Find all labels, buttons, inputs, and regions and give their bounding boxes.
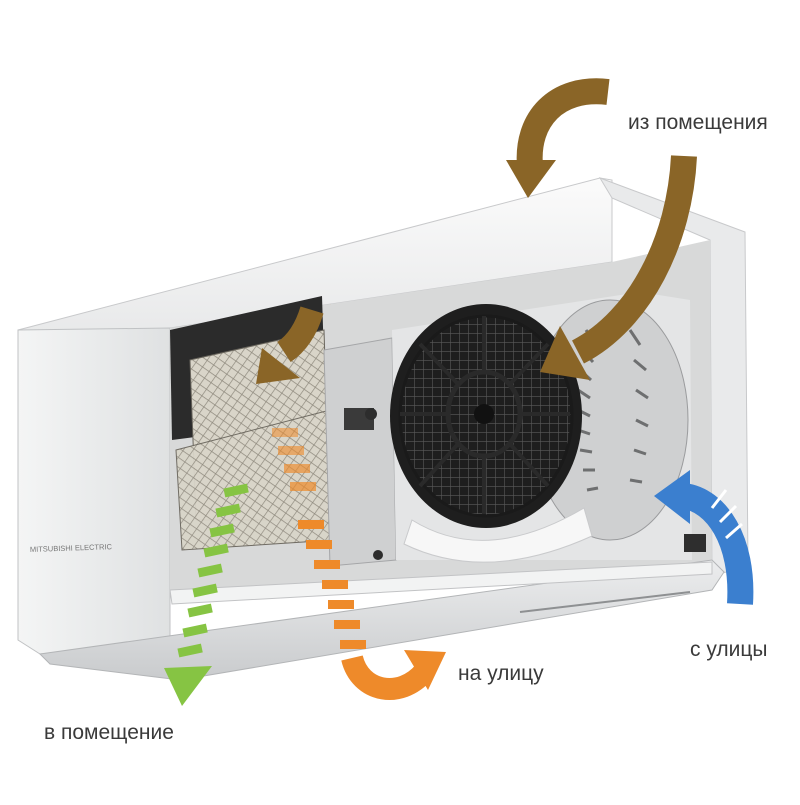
arrow-room-into-fan xyxy=(540,155,697,380)
arrow-from-room-head xyxy=(506,160,556,198)
arrow-to-room-head xyxy=(164,666,212,706)
fan-spokes xyxy=(400,316,570,514)
arrow-into-exchanger-curve xyxy=(276,306,324,362)
brand-mark: MITSUBISHI ELECTRIC xyxy=(30,542,113,554)
arrow-from-room xyxy=(506,78,610,198)
bottom-tray xyxy=(38,559,725,681)
bottom-slot xyxy=(519,591,691,613)
label-to-outside: на улицу xyxy=(458,662,544,685)
arrow-room-into-fan-head xyxy=(540,326,590,380)
air-guide xyxy=(403,507,593,563)
bottom-lip xyxy=(169,561,713,605)
label-to-room: в помещение xyxy=(44,721,174,744)
center-divider xyxy=(323,337,397,567)
label-from-street: с улицы xyxy=(690,638,768,661)
arrow-to-outside xyxy=(272,428,446,700)
arrow-from-street-curve xyxy=(681,483,754,605)
unit-housing: MITSUBISHI ELECTRIC xyxy=(17,177,749,655)
arrow-from-room-curve xyxy=(516,78,610,168)
fan-hub xyxy=(474,404,494,424)
arrow-room-into-fan-curve xyxy=(571,155,697,364)
arrow-into-exchanger-head xyxy=(256,348,300,384)
screw xyxy=(373,550,383,560)
left-front-panel xyxy=(17,327,171,655)
screw xyxy=(365,408,377,420)
connector xyxy=(684,534,706,552)
arrow-from-street xyxy=(654,470,754,605)
arrow-from-street-head xyxy=(654,470,690,524)
arrow-to-outside-curve xyxy=(341,654,433,700)
arrow-to-room xyxy=(164,483,249,706)
arrow-into-exchanger xyxy=(256,306,324,384)
label-from-room: из помещения xyxy=(628,111,768,134)
arrow-to-outside-head xyxy=(404,650,446,690)
unit-bottom xyxy=(38,559,725,681)
